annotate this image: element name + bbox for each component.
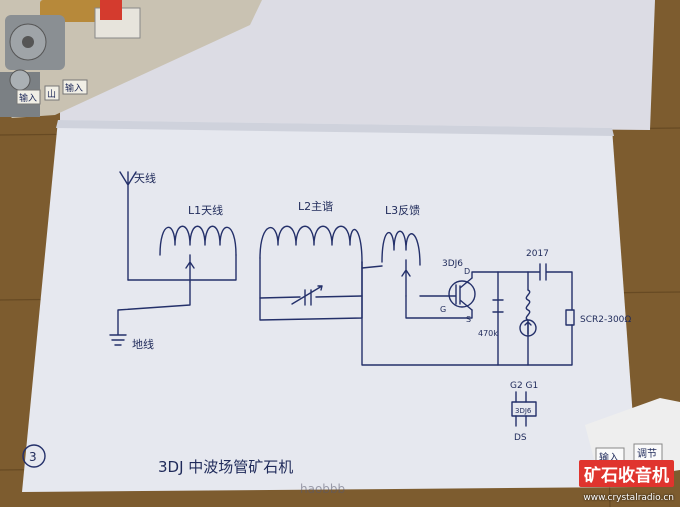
tag-text-1: 输入: [19, 92, 37, 104]
tag-text-3: 输入: [65, 82, 83, 94]
label-l3: L3反馈: [385, 204, 420, 217]
label-l2: L2主谐: [298, 199, 333, 213]
label-chip: 3DJ6: [515, 407, 532, 415]
label-antenna: 天线: [134, 171, 156, 185]
module-tag-text-2: 调节: [637, 448, 657, 460]
pinout-chip: [511, 401, 537, 417]
label-l1: L1天线: [188, 203, 223, 217]
coil-l3: [381, 230, 421, 266]
label-drain: D: [464, 267, 470, 276]
schematic-drawing: [22, 171, 575, 468]
choke-coil: [525, 289, 531, 366]
label-gate: G: [440, 305, 446, 314]
label-circle-number: 3: [29, 450, 37, 464]
coil-l2: [259, 225, 363, 263]
earphone-symbol: [565, 309, 575, 326]
label-ground: 地线: [132, 337, 154, 351]
tag-label-3: [62, 79, 88, 95]
label-source: S: [466, 315, 471, 324]
tag-text-2: 山: [47, 89, 56, 100]
brand-url: www.crystalradio.cn: [583, 493, 674, 503]
tag-label-1: [16, 89, 41, 105]
label-title: 3DJ 中波场管矿石机: [158, 458, 293, 476]
label-fet: 3DJ6: [442, 259, 463, 269]
coil-l1: [159, 225, 237, 256]
tag-label-2: [44, 85, 60, 101]
antenna-symbol: [119, 171, 137, 281]
coupling-capacitor: [527, 263, 573, 311]
label-capacitor: 2017: [526, 249, 549, 259]
variable-capacitor: [259, 285, 363, 306]
label-earphone: SCR2-300Ω: [580, 315, 631, 325]
notebook-page: [22, 120, 638, 492]
fet-symbol: [448, 280, 476, 308]
circle-mark: [22, 444, 46, 468]
label-pins-bottom: DS: [514, 433, 527, 443]
page-edge: [56, 120, 614, 136]
brand-logo: 矿石收音机: [579, 460, 674, 487]
label-pins-top: G2 G1: [510, 381, 538, 391]
ground-symbol: [109, 281, 191, 346]
meter-symbol: [519, 319, 537, 337]
watermark: haobbb: [300, 482, 346, 496]
label-resistor: 470k: [478, 329, 498, 338]
